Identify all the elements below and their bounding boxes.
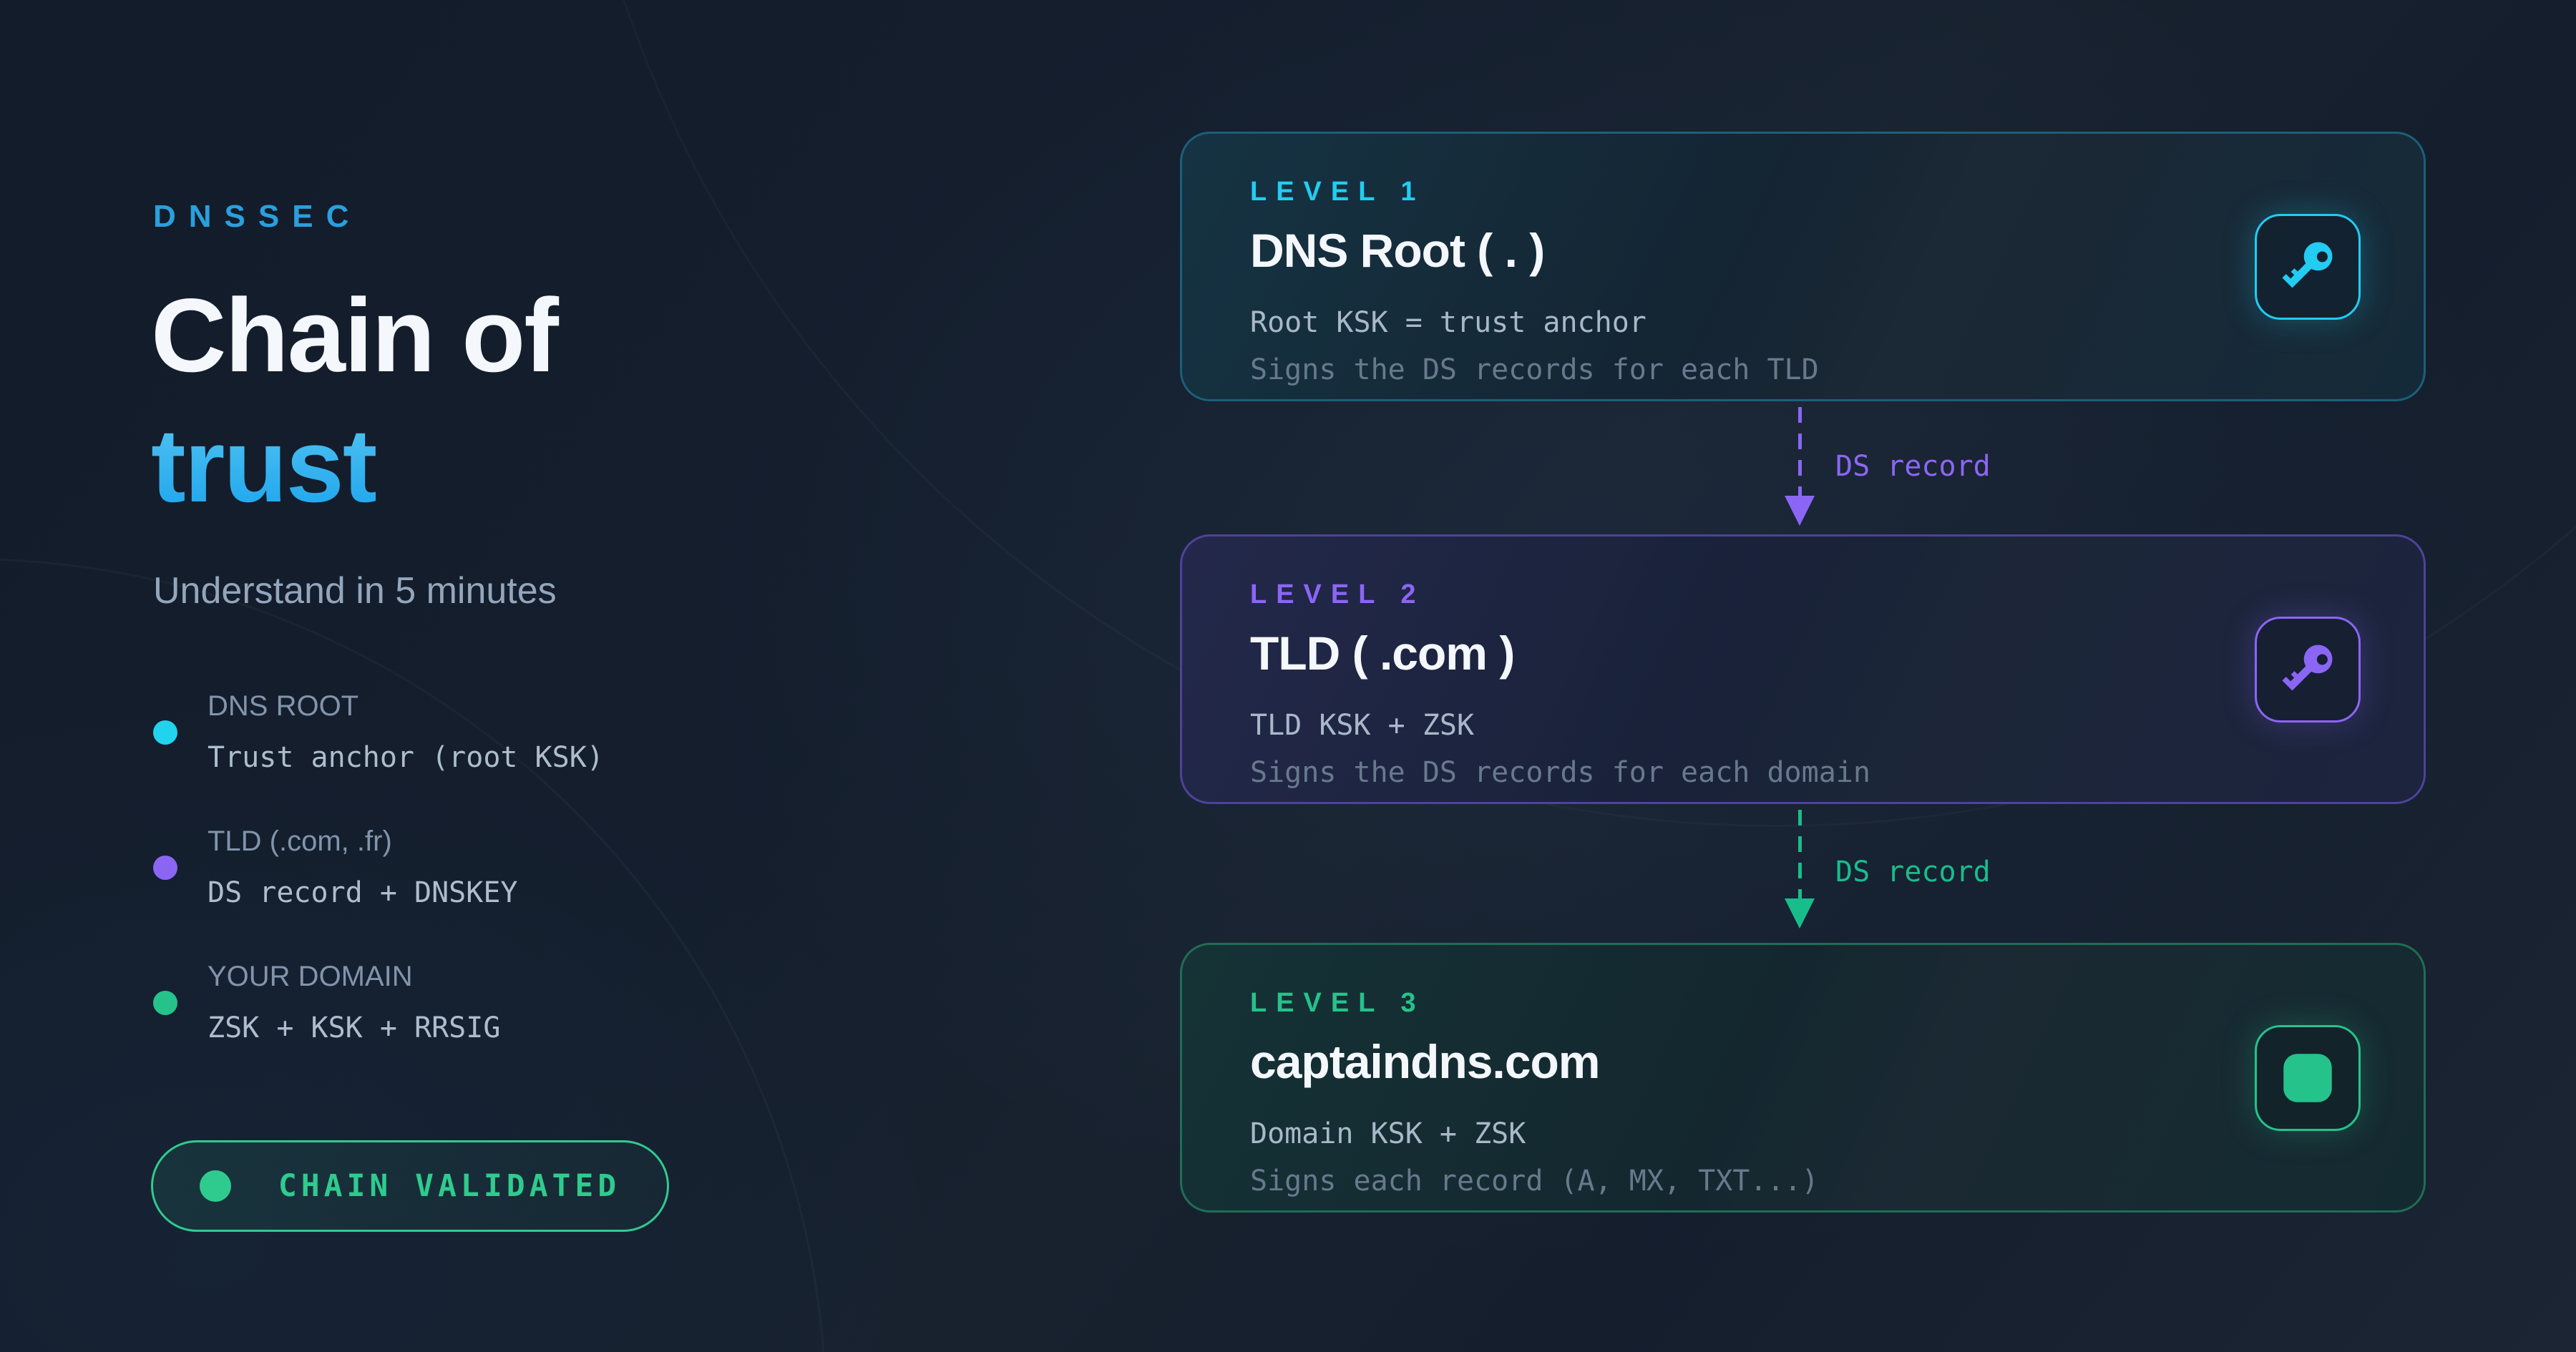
page-title-line1: Chain of xyxy=(151,277,559,393)
level-1-card: LEVEL 1 DNS Root ( . ) Root KSK = trust … xyxy=(1180,132,2426,401)
level-label: LEVEL 2 xyxy=(1250,579,1425,609)
arrow-down-icon xyxy=(1785,898,1815,929)
status-dot-icon xyxy=(199,1170,231,1202)
legend-text: YOUR DOMAIN ZSK + KSK + RRSIG xyxy=(208,961,500,1044)
subtitle: Understand in 5 minutes xyxy=(153,570,557,612)
ds-record-connector-1: DS record xyxy=(1180,401,2426,534)
page-title-line2: trust xyxy=(151,407,377,524)
legend-item-your-domain: YOUR DOMAIN ZSK + KSK + RRSIG xyxy=(153,961,797,1044)
cyan-bullet-icon xyxy=(153,720,177,745)
dashed-line xyxy=(1798,407,1802,496)
legend-item-title: YOUR DOMAIN xyxy=(208,961,413,992)
ds-record-label: DS record xyxy=(1835,450,1991,484)
legend-item-detail: ZSK + KSK + RRSIG xyxy=(208,1011,501,1044)
arrow-down-icon xyxy=(1785,496,1815,526)
filled-square-icon xyxy=(2255,1024,2361,1131)
legend-list: DNS ROOT Trust anchor (root KSK) TLD (.c… xyxy=(153,690,797,1044)
level-label: LEVEL 3 xyxy=(1250,988,1425,1018)
purple-bullet-icon xyxy=(153,855,177,880)
level-3-detail-2: Signs each record (A, MX, TXT...) xyxy=(1250,1165,1819,1197)
chain-diagram: LEVEL 1 DNS Root ( . ) Root KSK = trust … xyxy=(1180,132,2426,1226)
level-1-detail-1: Root KSK = trust anchor xyxy=(1250,306,1646,339)
level-2-title: TLD ( .com ) xyxy=(1250,627,1515,680)
level-label: LEVEL 1 xyxy=(1250,177,1425,207)
pixel-key-icon xyxy=(2255,616,2361,722)
legend-item-detail: Trust anchor (root KSK) xyxy=(208,741,604,774)
level-3-detail-1: Domain KSK + ZSK xyxy=(1250,1117,1526,1150)
legend-item-title: TLD (.com, .fr) xyxy=(208,826,392,857)
level-3-title: captaindns.com xyxy=(1250,1035,1600,1088)
level-2-detail-2: Signs the DS records for each domain xyxy=(1250,756,1870,789)
legend-item-tld: TLD (.com, .fr) DS record + DNSKEY xyxy=(153,826,797,909)
ds-record-connector-2: DS record xyxy=(1180,804,2426,943)
page-title: Chain of trust xyxy=(151,270,559,531)
status-badge: CHAIN VALIDATED xyxy=(151,1140,669,1232)
legend-text: TLD (.com, .fr) DS record + DNSKEY xyxy=(208,826,517,909)
level-1-title: DNS Root ( . ) xyxy=(1250,224,1545,277)
legend-item-title: DNS ROOT xyxy=(208,690,359,722)
level-2-card: LEVEL 2 TLD ( .com ) TLD KSK + ZSK Signs… xyxy=(1180,534,2426,804)
legend-text: DNS ROOT Trust anchor (root KSK) xyxy=(208,690,604,774)
pixel-key-icon xyxy=(2255,213,2361,320)
level-3-card: LEVEL 3 captaindns.com Domain KSK + ZSK … xyxy=(1180,943,2426,1213)
dashed-line xyxy=(1798,810,1802,898)
green-bullet-icon xyxy=(153,990,177,1015)
legend-item-detail: DS record + DNSKEY xyxy=(208,876,518,909)
level-1-detail-2: Signs the DS records for each TLD xyxy=(1250,353,1819,386)
dnssec-eyebrow: DNSSEC xyxy=(153,199,362,234)
status-badge-label: CHAIN VALIDATED xyxy=(278,1168,621,1204)
level-2-detail-1: TLD KSK + ZSK xyxy=(1250,709,1475,742)
ds-record-label: DS record xyxy=(1835,856,1991,889)
legend-item-dns-root: DNS ROOT Trust anchor (root KSK) xyxy=(153,690,797,774)
